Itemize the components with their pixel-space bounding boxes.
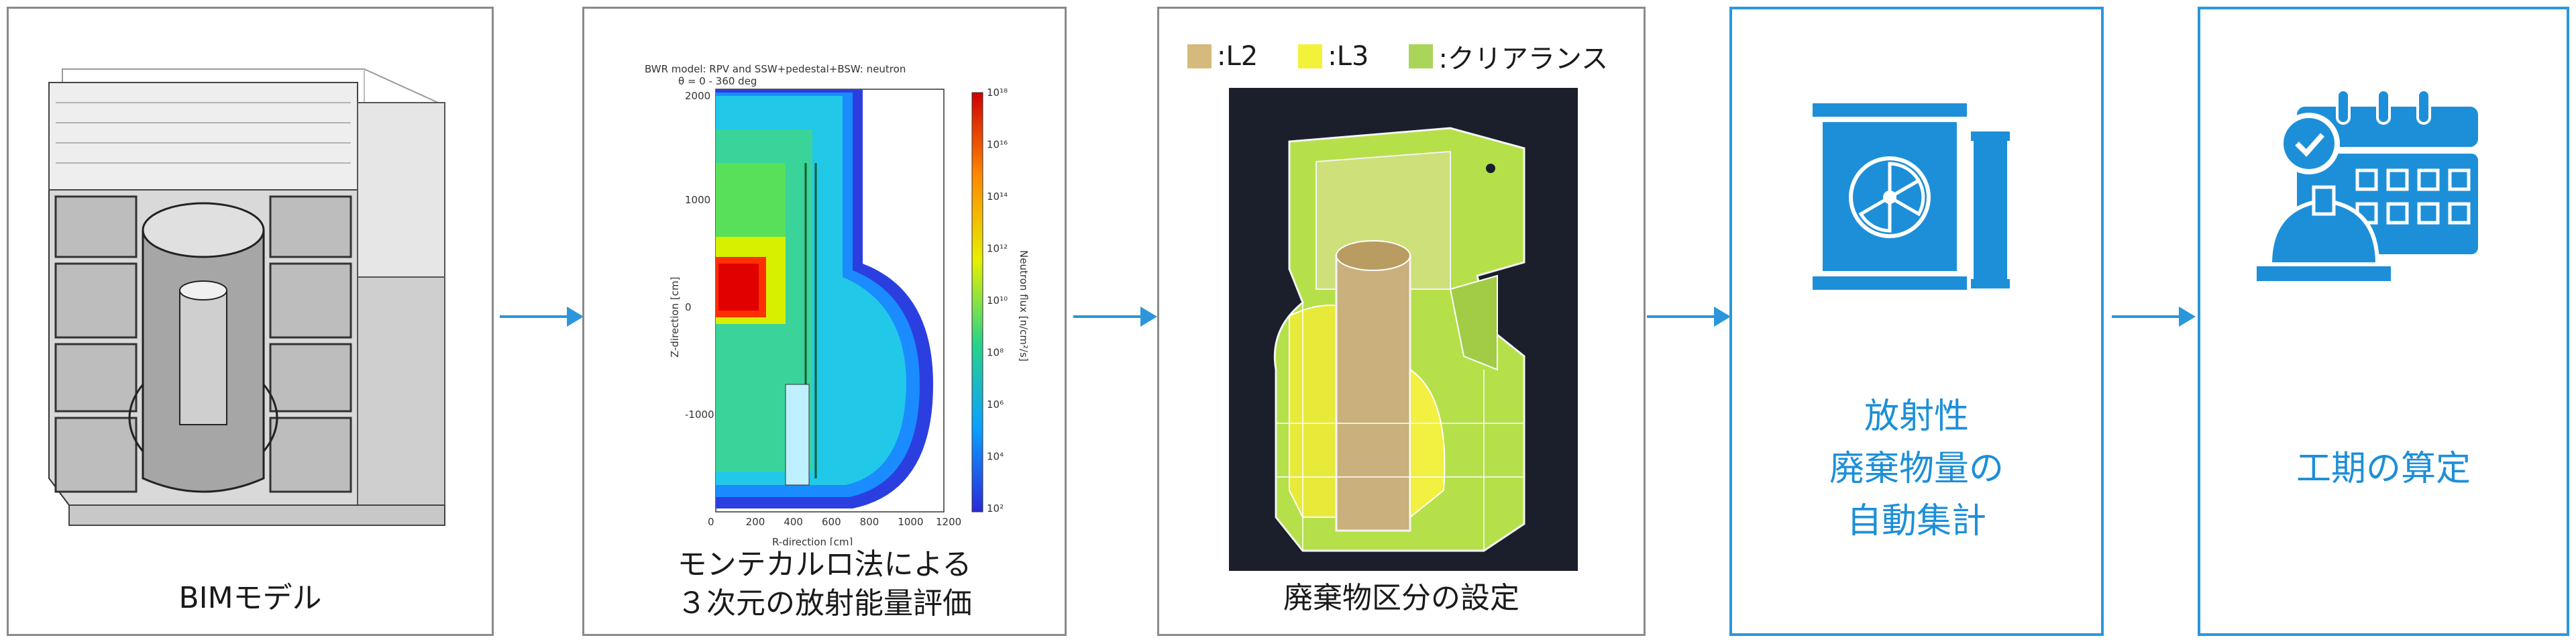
colorbar-label: Neutron flux [n/cm²/s]: [1018, 250, 1030, 362]
legend-label: :L3: [1328, 41, 1369, 72]
legend-swatch: [1409, 44, 1434, 68]
y-tick-label: 1000: [685, 194, 710, 206]
colorbar-tick-label: 10¹²: [987, 243, 1008, 255]
colorbar-tick-label: 10⁴: [987, 451, 1004, 463]
neutron-flux-plot: BWR model: RPV and SSW+pedestal+BSW: neu…: [645, 63, 1030, 545]
waste-volume-line2: 廃棄物量の: [1829, 449, 2004, 489]
classification-caption: 廃棄物区分の設定: [1283, 581, 1519, 615]
x-tick-label: 800: [860, 516, 879, 528]
x-tick-label: 1200: [936, 516, 961, 528]
classification-legend: :L2 :L3 :クリアランス: [1187, 37, 1608, 76]
legend-label: :L2: [1217, 41, 1258, 72]
y-axis-label: Z-direction [cm]: [669, 277, 681, 358]
x-tick-label: 200: [746, 516, 765, 528]
x-axis-label: R-direction [cm]: [772, 536, 853, 545]
legend-swatch: [1298, 44, 1323, 68]
plot-title: BWR model: RPV and SSW+pedestal+BSW: neu…: [645, 63, 906, 75]
flow-arrow-2: [1073, 307, 1157, 327]
colorbar-tick-label: 10¹⁸: [987, 87, 1008, 99]
waste-volume-panel: 放射性 廃棄物量の 自動集計: [1729, 7, 2104, 636]
radioactive-waste-drum-icon: [1813, 103, 2010, 290]
x-tick-label: 600: [822, 516, 841, 528]
waste-volume-text: 放射性 廃棄物量の 自動集計: [1732, 390, 2101, 547]
classification-model-image: [1229, 88, 1578, 571]
colorbar-tick-label: 10¹⁶: [987, 139, 1008, 151]
flow-arrow-4: [2112, 307, 2196, 327]
waste-volume-line1: 放射性: [1864, 396, 1969, 437]
waste-classification-panel: :L2 :L3 :クリアランス 廃棄物区分の設定: [1157, 7, 1646, 636]
colorbar-tick-label: 10⁸: [987, 347, 1004, 359]
x-tick-label: 0: [708, 516, 714, 528]
legend-swatch: [1187, 44, 1212, 68]
y-tick-label: -1000: [685, 409, 714, 421]
plot-subtitle: θ = 0 - 360 deg: [678, 75, 757, 87]
bim-model-image: [48, 68, 445, 526]
x-tick-label: 1000: [898, 516, 923, 528]
schedule-text: 工期の算定: [2296, 449, 2471, 489]
colorbar-tick-label: 10⁶: [987, 398, 1004, 411]
y-tick-label: 0: [685, 301, 692, 313]
bim-model-caption: BIMモデル: [178, 581, 322, 615]
waste-volume-line3: 自動集計: [1846, 501, 1986, 541]
y-tick-label: 2000: [685, 90, 710, 102]
monte-carlo-caption: モンテカルロ法による ３次元の放射能量評価: [584, 545, 1065, 623]
x-tick-label: 400: [784, 516, 803, 528]
colorbar-tick-label: 10¹⁴: [987, 191, 1008, 203]
flow-arrow-1: [500, 307, 584, 327]
legend-item: :L3: [1298, 37, 1368, 76]
colorbar-tick-label: 10²: [987, 502, 1004, 515]
monte-carlo-caption-line1: モンテカルロ法による: [677, 547, 972, 582]
colorbar-tick-label: 10¹⁰: [987, 294, 1008, 307]
monte-carlo-panel: BWR model: RPV and SSW+pedestal+BSW: neu…: [582, 7, 1067, 636]
bim-model-panel: BIMモデル: [7, 7, 494, 636]
schedule-panel: 工期の算定: [2198, 7, 2569, 636]
legend-item: :L2: [1187, 37, 1258, 76]
monte-carlo-caption-line2: ３次元の放射能量評価: [677, 586, 972, 621]
calendar-hardhat-icon: [2257, 89, 2478, 281]
flow-arrow-3: [1647, 307, 1731, 327]
legend-label: :クリアランス: [1438, 44, 1609, 74]
legend-item: :クリアランス: [1409, 37, 1608, 76]
